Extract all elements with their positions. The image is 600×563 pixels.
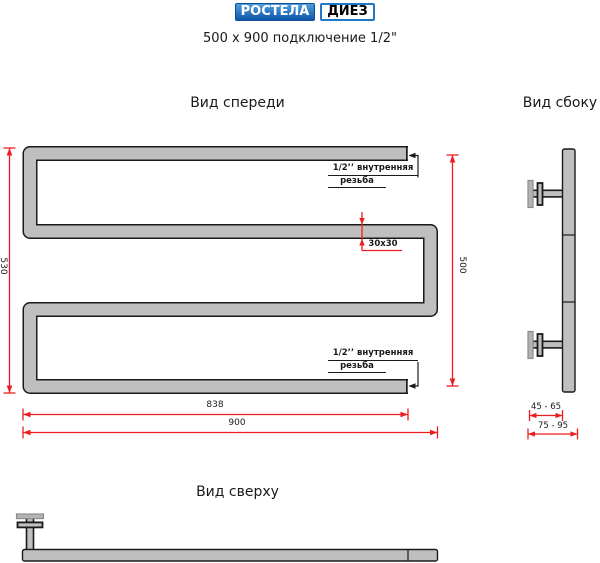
front-view-tube [22,146,438,394]
dim-inner-width-lines [22,408,409,421]
top-view-body [15,513,439,562]
connection-label-top: 1/2’’ внутренняя резьба [328,163,418,189]
dim-overall-width-lines [22,426,439,439]
dim-wall-distance-min-label: 45 - 65 [530,402,562,412]
connection-leader-bottom [408,362,419,389]
dim-wall-distance-min-lines [528,410,564,421]
dim-connection-height-label: 500 [457,256,467,274]
dim-wall-distance-max-label: 75 - 95 [537,421,569,431]
connection-label-top-line2: резьба [328,176,386,189]
connection-label-bottom-line2: резьба [328,361,386,374]
dim-tube-section-lines [359,212,402,252]
side-view-body [527,148,576,393]
dim-tube-section-label: 30x30 [368,239,398,249]
dim-overall-width-label: 900 [228,418,246,428]
dim-inner-width-label: 838 [206,400,224,410]
dim-overall-height-lines [3,147,16,394]
side-view-title: Вид сбоку [522,95,598,111]
top-view-title: Вид сверху [196,484,279,500]
front-view-title: Вид спереди [190,95,285,111]
connection-leader-top [408,152,419,178]
connection-label-bottom-line1: 1/2’’ внутренняя [328,348,418,361]
brand-logo: РОСТЕЛА [235,3,315,21]
product-subtitle: 500 x 900 подключение 1/2" [203,31,397,46]
dim-overall-height-label: 530 [0,257,8,275]
connection-label-top-line1: 1/2’’ внутренняя [328,163,418,176]
dim-wall-distance-max-lines [527,428,579,440]
model-badge: ДИЕЗ [320,3,375,21]
dim-connection-height-lines [446,154,459,387]
connection-label-bottom: 1/2’’ внутренняя резьба [328,348,418,374]
